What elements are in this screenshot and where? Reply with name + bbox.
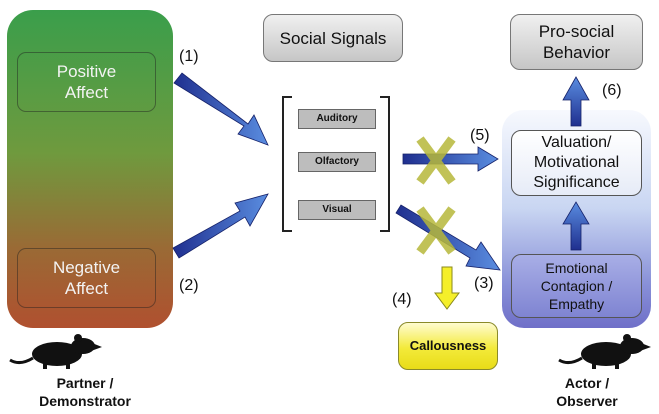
- negative-affect-line-2: Affect: [64, 279, 109, 298]
- block-cross-5: [416, 136, 456, 185]
- partner-panel: [7, 10, 173, 328]
- partner-caption-line-1: Partner /: [56, 375, 114, 391]
- step-label-5: (5): [470, 127, 490, 144]
- prosocial-line-1: Pro-social: [538, 22, 615, 41]
- signal-olfactory: Olfactory: [298, 152, 376, 172]
- arrow-1: [173, 72, 269, 146]
- partner-caption: Partner / Demonstrator: [10, 374, 160, 410]
- observer-caption: Actor / Observer: [532, 374, 642, 410]
- arrow-6-up: [562, 76, 590, 127]
- positive-affect-line-1: Positive: [56, 62, 117, 81]
- social-signals-box: Social Signals: [263, 14, 403, 62]
- arrow-4-down: [434, 266, 460, 310]
- contagion-line-2: Contagion /: [540, 278, 613, 294]
- contagion-box: Emotional Contagion / Empathy: [511, 254, 642, 318]
- observer-caption-line-2: Observer: [556, 393, 618, 409]
- signal-bracket: [282, 96, 390, 232]
- prosocial-line-2: Behavior: [542, 43, 611, 62]
- block-cross-3: [416, 206, 456, 255]
- contagion-line-3: Empathy: [548, 296, 605, 312]
- step-label-3: (3): [474, 275, 494, 292]
- step-label-2: (2): [179, 277, 199, 294]
- bracket-right: [380, 96, 390, 232]
- arrow-3: [395, 204, 501, 271]
- contagion-line-1: Emotional: [545, 260, 608, 276]
- prosocial-behavior-box: Pro-social Behavior: [510, 14, 643, 70]
- arrow-contagion-to-valuation: [562, 201, 590, 251]
- positive-affect-line-2: Affect: [64, 83, 109, 102]
- observer-rat-icon: [558, 334, 651, 369]
- partner-rat-icon: [9, 334, 102, 369]
- step-label-4: (4): [392, 291, 412, 308]
- valuation-line-3: Significance: [533, 174, 620, 191]
- valuation-box: Valuation/ Motivational Significance: [511, 130, 642, 196]
- arrow-5: [402, 146, 499, 172]
- bracket-left: [282, 96, 292, 232]
- positive-affect-box: Positive Affect: [17, 52, 156, 112]
- valuation-line-1: Valuation/: [541, 134, 612, 151]
- signal-auditory: Auditory: [298, 109, 376, 129]
- step-label-1: (1): [179, 48, 199, 65]
- signal-visual: Visual: [298, 200, 376, 220]
- negative-affect-box: Negative Affect: [17, 248, 156, 308]
- social-signals-title: Social Signals: [279, 28, 387, 48]
- partner-caption-line-2: Demonstrator: [39, 393, 131, 409]
- step-label-6: (6): [602, 82, 622, 99]
- arrow-2: [172, 193, 269, 259]
- observer-caption-line-1: Actor /: [564, 375, 610, 391]
- valuation-line-2: Motivational: [533, 154, 620, 171]
- negative-affect-line-1: Negative: [52, 258, 121, 277]
- callousness-box: Callousness: [398, 322, 498, 370]
